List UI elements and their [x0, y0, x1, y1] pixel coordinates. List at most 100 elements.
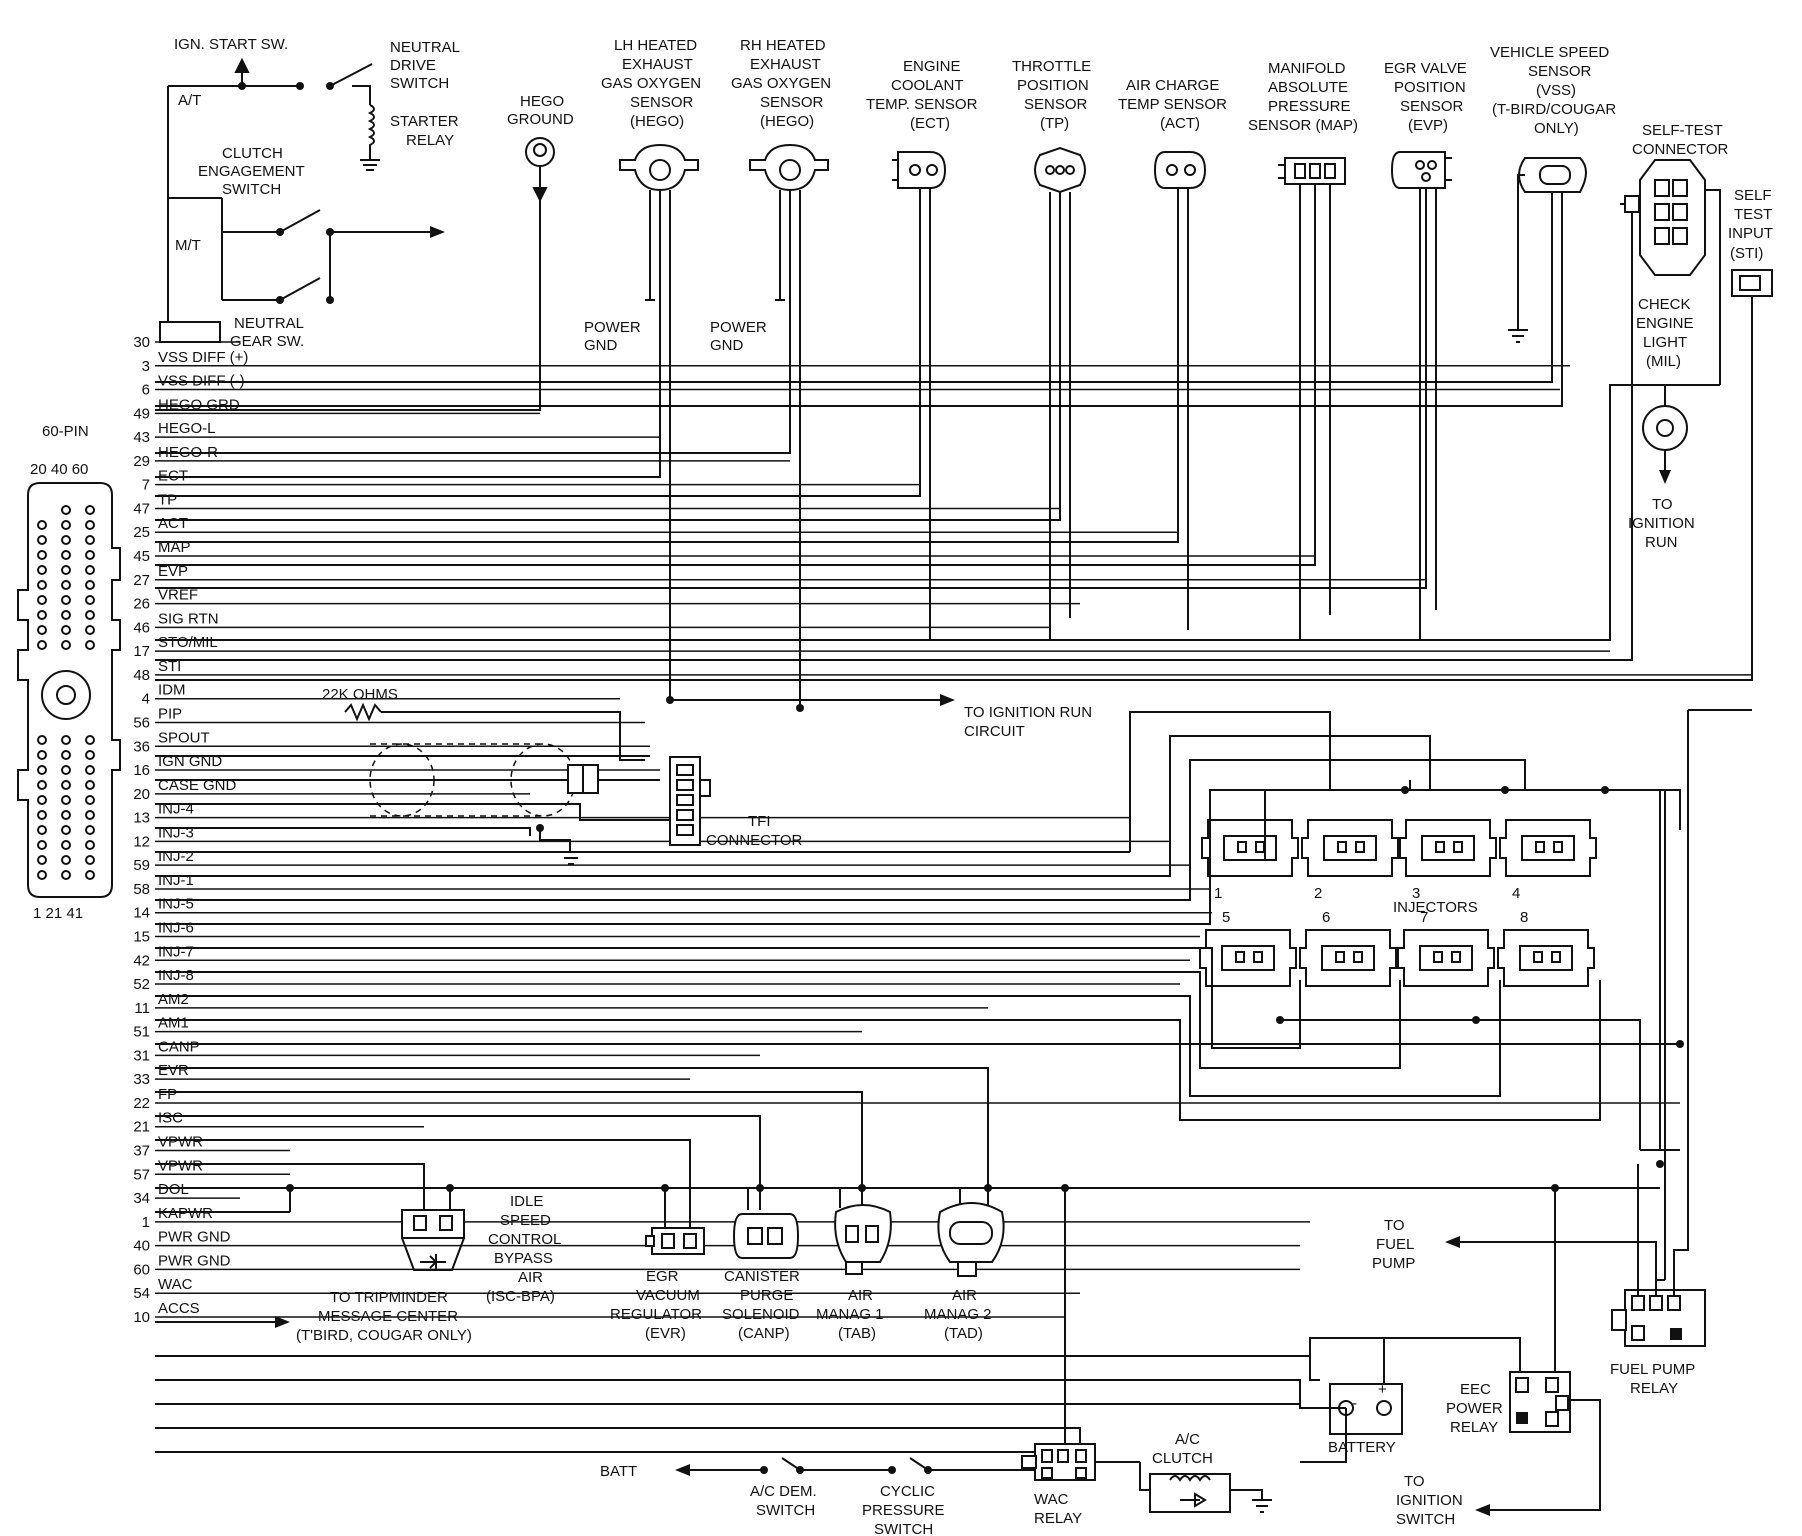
tad-solenoid: AIR MANAG 2 (TAD)	[155, 1067, 1005, 1342]
pin-signal-name: INJ-8	[158, 967, 194, 984]
pin-number: 31	[133, 1047, 150, 1064]
svg-text:THROTTLE: THROTTLE	[1012, 58, 1091, 75]
svg-text:GROUND: GROUND	[507, 111, 574, 128]
pin-number: 45	[133, 548, 150, 565]
svg-text:ENGINE: ENGINE	[1636, 315, 1694, 332]
hego-ground: HEGO GROUND	[155, 93, 574, 411]
svg-text:(T'BIRD, COUGAR ONLY): (T'BIRD, COUGAR ONLY)	[296, 1327, 472, 1344]
svg-text:TEST: TEST	[1734, 206, 1772, 223]
svg-text:PURGE: PURGE	[740, 1287, 793, 1304]
pin-signal-name: PWR GND	[158, 1252, 231, 1269]
svg-text:(STI): (STI)	[1730, 245, 1763, 262]
pin-signal-name: HEGO-L	[158, 420, 216, 437]
ecu-60-pin-connector: 60-PIN 20 40 60 1 21 41	[17, 423, 121, 922]
pin-number: 13	[133, 810, 150, 827]
svg-text:POSITION: POSITION	[1394, 79, 1466, 96]
svg-text:SWITCH: SWITCH	[874, 1521, 933, 1536]
pin-signal-name: INJ-5	[158, 896, 194, 913]
injector-4: 4	[1499, 819, 1597, 902]
fuel-pump-relay: TO FUEL PUMP FUEL PUMP RELAY	[1372, 1044, 1706, 1397]
pin-number: 47	[133, 500, 150, 517]
svg-text:STARTER: STARTER	[390, 113, 459, 130]
svg-text:EGR VALVE: EGR VALVE	[1384, 60, 1467, 77]
svg-text:PRESSURE: PRESSURE	[862, 1502, 945, 1519]
svg-text:NEUTRAL: NEUTRAL	[390, 39, 460, 56]
svg-text:(VSS): (VSS)	[1536, 82, 1576, 99]
connector-pin-holes	[37, 505, 95, 880]
svg-text:CLUTCH: CLUTCH	[222, 145, 283, 162]
svg-text:AIR: AIR	[952, 1287, 977, 1304]
svg-text:A/C DEM.: A/C DEM.	[750, 1483, 817, 1500]
svg-text:GAS OXYGEN: GAS OXYGEN	[731, 75, 831, 92]
tp-sensor: THROTTLE POSITION SENSOR (TP)	[155, 58, 1091, 640]
svg-text:MANIFOLD: MANIFOLD	[1268, 60, 1346, 77]
check-engine-light: CHECK ENGINE LIGHT (MIL) TO IGNITION RUN	[155, 296, 1720, 641]
svg-text:CONNECTOR: CONNECTOR	[1632, 141, 1729, 158]
svg-text:INPUT: INPUT	[1728, 225, 1773, 242]
svg-text:LH HEATED: LH HEATED	[614, 37, 697, 54]
pin-signal-name: INJ-1	[158, 872, 194, 889]
pin-number: 51	[133, 1024, 150, 1041]
svg-text:MANAG 2: MANAG 2	[924, 1306, 992, 1323]
pin-number: 57	[133, 1166, 150, 1183]
vss-sensor: VEHICLE SPEED SENSOR (VSS) (T-BIRD/COUGA…	[155, 44, 1616, 407]
pin-number: 40	[133, 1238, 150, 1255]
svg-text:SENSOR: SENSOR	[630, 94, 694, 111]
pin-number: 21	[133, 1119, 150, 1136]
evp-sensor: EGR VALVE POSITION SENSOR (EVP)	[155, 60, 1467, 640]
batt-label: BATT	[600, 1463, 637, 1480]
svg-text:(ISC-BPA): (ISC-BPA)	[486, 1288, 555, 1305]
svg-text:CONTROL: CONTROL	[488, 1231, 561, 1248]
pin-number: 54	[133, 1285, 150, 1302]
svg-text:COOLANT: COOLANT	[891, 77, 964, 94]
svg-text:IGNITION: IGNITION	[1628, 515, 1695, 532]
pin-number: 12	[133, 833, 150, 850]
svg-text:TEMP. SENSOR: TEMP. SENSOR	[866, 96, 978, 113]
injector-number: 3	[1412, 885, 1420, 902]
injector-6: 6	[1299, 909, 1397, 987]
pin-signal-name: IDM	[158, 682, 186, 699]
svg-text:LIGHT: LIGHT	[1643, 334, 1687, 351]
at-label: A/T	[178, 92, 201, 109]
svg-text:SWITCH: SWITCH	[390, 75, 449, 92]
pin-number: 22	[133, 1095, 150, 1112]
pin-signal-name: AM2	[158, 991, 189, 1008]
svg-text:POWER: POWER	[710, 319, 767, 336]
svg-text:A/C: A/C	[1175, 1431, 1200, 1448]
svg-text:(EVR): (EVR)	[645, 1325, 686, 1342]
svg-text:TO TRIPMINDER: TO TRIPMINDER	[330, 1289, 448, 1306]
pin-signal-name: STI	[158, 658, 181, 675]
battery-plus: +	[1378, 1381, 1387, 1398]
svg-text:SENSOR: SENSOR	[1400, 98, 1464, 115]
pin-number: 52	[133, 976, 150, 993]
svg-text:RUN: RUN	[1645, 534, 1678, 551]
pin-signal-name: DOL	[158, 1181, 189, 1198]
connector-top-numbers: 20 40 60	[30, 461, 88, 478]
svg-text:SELF: SELF	[1734, 187, 1772, 204]
pin-signal-name: CASE GND	[158, 777, 237, 794]
injectors-label: INJECTORS	[1393, 899, 1478, 916]
svg-text:(TP): (TP)	[1040, 115, 1069, 132]
pin-number: 43	[133, 429, 150, 446]
pin-number: 58	[133, 881, 150, 898]
pin-number: 42	[133, 952, 150, 969]
svg-text:(EVP): (EVP)	[1408, 117, 1448, 134]
neutral-gear-switch-label: NEUTRAL GEAR SW.	[230, 315, 304, 350]
injector-number: 2	[1314, 885, 1322, 902]
svg-text:(T-BIRD/COUGAR: (T-BIRD/COUGAR	[1492, 101, 1616, 118]
svg-text:ENGAGEMENT: ENGAGEMENT	[198, 163, 305, 180]
svg-text:IGNITION: IGNITION	[1396, 1492, 1463, 1509]
pin-number: 29	[133, 453, 150, 470]
pin-signal-name: WAC	[158, 1276, 193, 1293]
svg-text:SELF-TEST: SELF-TEST	[1642, 122, 1723, 139]
pin-number: 14	[133, 905, 150, 922]
svg-text:SENSOR: SENSOR	[760, 94, 824, 111]
svg-text:(HEGO): (HEGO)	[630, 113, 684, 130]
svg-text:RH HEATED: RH HEATED	[740, 37, 826, 54]
svg-text:PUMP: PUMP	[1372, 1255, 1415, 1272]
pin-number: 59	[133, 857, 150, 874]
svg-text:SPEED: SPEED	[500, 1212, 551, 1229]
pin-signal-name: VPWR	[158, 1134, 203, 1151]
svg-text:(CANP): (CANP)	[738, 1325, 790, 1342]
